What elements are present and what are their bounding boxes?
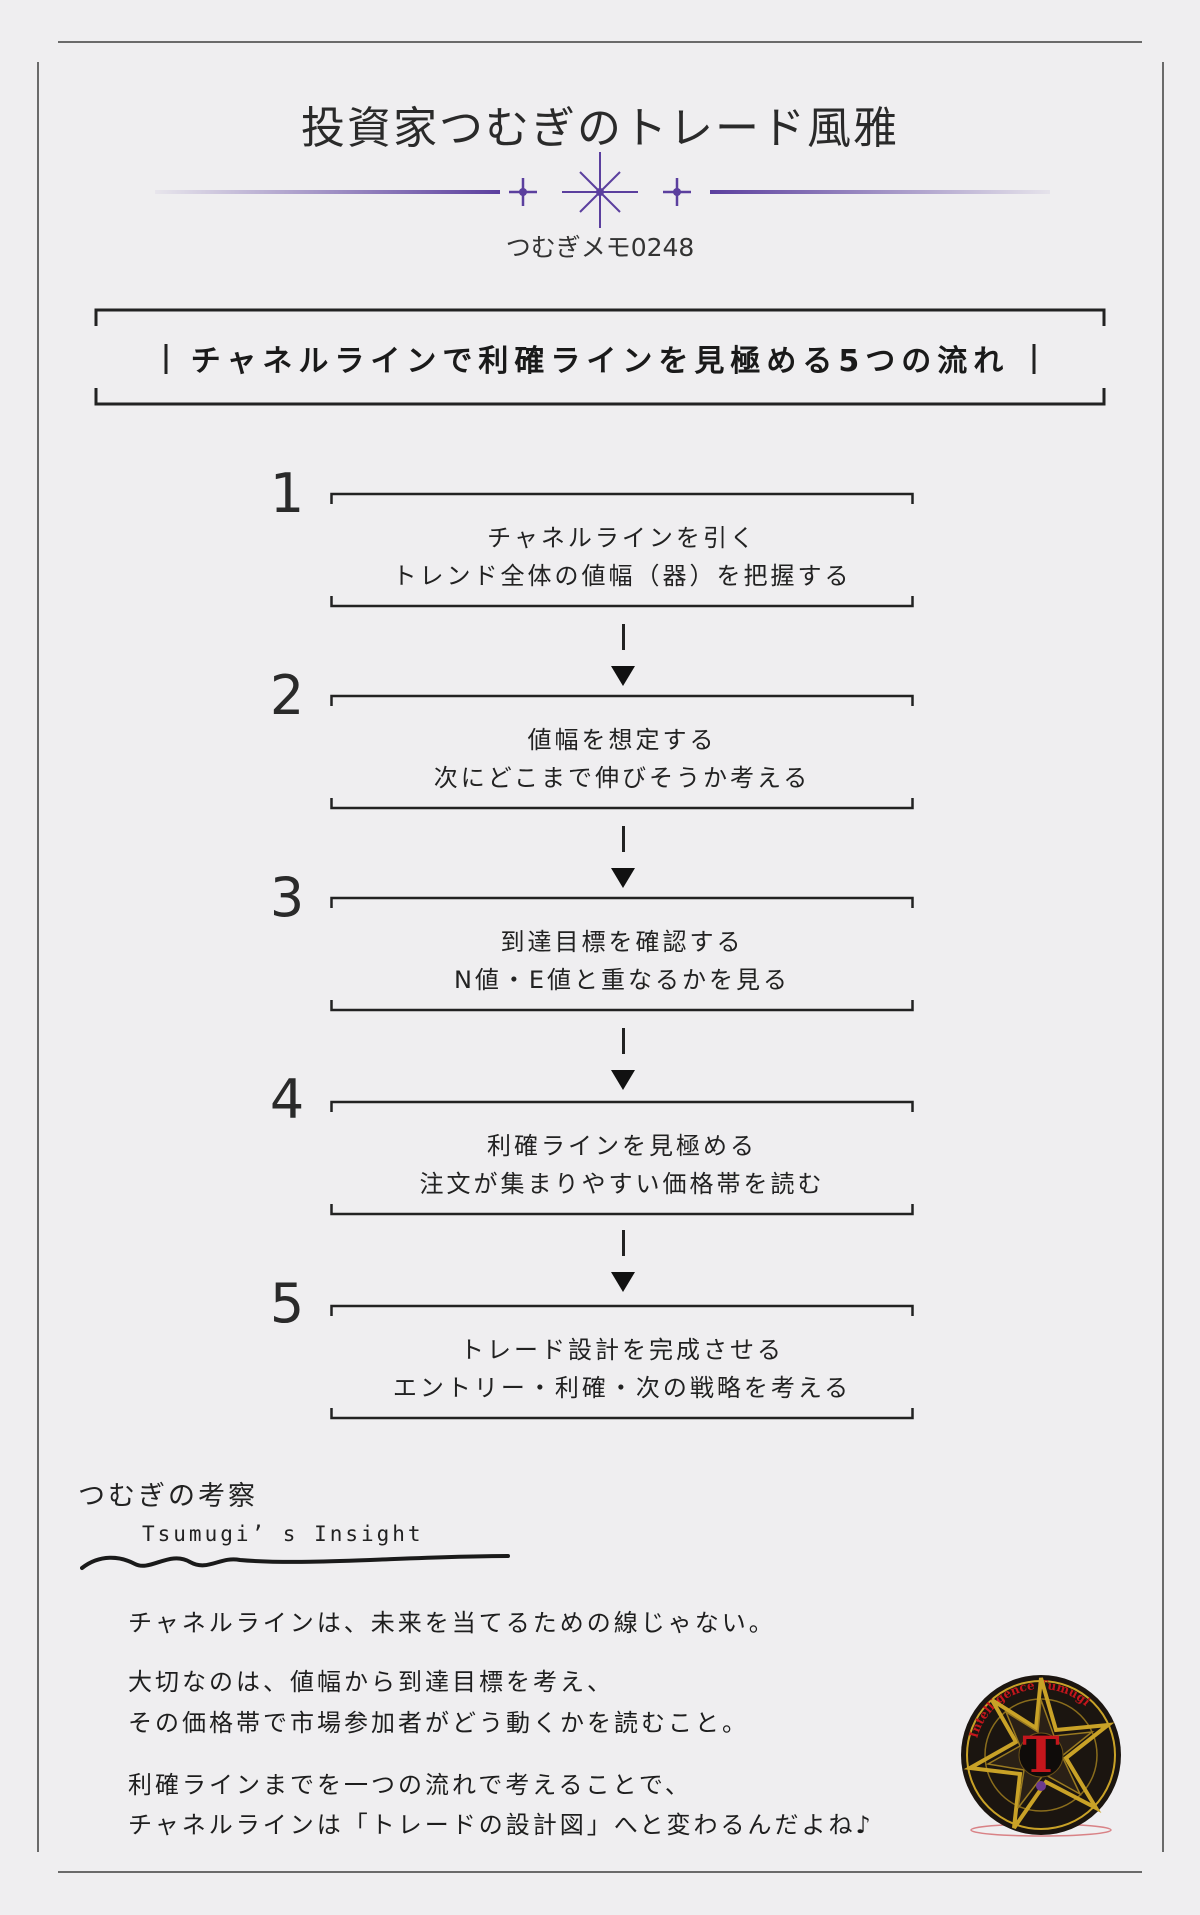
right-rule — [1162, 62, 1164, 1852]
insight-paragraph-3b: チャネルラインは「トレードの設計図」へと変わるんだよね♪ — [128, 1811, 874, 1839]
step-detail: エントリー・利確・次の戦略を考える — [392, 1374, 852, 1402]
left-rule — [37, 62, 39, 1852]
flow-arrow-shaft — [622, 624, 625, 650]
insight-subtitle: Tsumugi’ s Insight — [142, 1522, 424, 1546]
step-box-frame — [330, 1100, 914, 1216]
step-title: トレード設計を完成させる — [460, 1336, 784, 1364]
insight-title: つむぎの考察 — [78, 1481, 258, 1512]
sparkle-divider — [155, 152, 1050, 228]
flow-arrow-shaft — [622, 1230, 625, 1256]
step-title: 値幅を想定する — [527, 726, 717, 754]
step-box-frame — [330, 1304, 914, 1420]
flow-arrow-icon — [611, 1272, 635, 1292]
step-number: 2 — [269, 664, 305, 727]
page-title: 投資家つむぎのトレード風雅 — [301, 103, 899, 154]
step-box: 値幅を想定する 次にどこまで伸びそうか考える — [330, 694, 914, 810]
top-rule — [58, 41, 1142, 43]
insight-paragraph-3a: 利確ラインまでを一つの流れで考えることで、 — [128, 1771, 692, 1799]
flow-arrow-icon — [611, 868, 635, 888]
bottom-rule — [58, 1871, 1142, 1873]
step-title: 利確ラインを見極める — [487, 1132, 757, 1160]
step-box: チャネルラインを引く トレンド全体の値幅（器）を把握する — [330, 492, 914, 608]
step-box-frame — [330, 492, 914, 608]
step-box: 到達目標を確認する N値・E値と重なるかを見る — [330, 896, 914, 1012]
insight-paragraph-1: チャネルラインは、未来を当てるための線じゃない。 — [128, 1609, 776, 1637]
memo-number: つむぎメモ0248 — [505, 233, 695, 262]
step-box-frame — [330, 896, 914, 1012]
step-number: 3 — [269, 866, 305, 929]
insight-paragraph-2b: その価格帯で市場参加者がどう動くかを読むこと。 — [128, 1709, 749, 1737]
step-box: トレード設計を完成させる エントリー・利確・次の戦略を考える — [330, 1304, 914, 1420]
step-detail: N値・E値と重なるかを見る — [453, 966, 791, 994]
brush-stroke — [80, 1554, 510, 1570]
logo-letter: T — [1022, 1725, 1059, 1784]
step-detail: 注文が集まりやすい価格帯を読む — [419, 1170, 825, 1198]
step-number: 1 — [269, 462, 305, 525]
step-number: 4 — [269, 1068, 305, 1131]
step-detail: トレンド全体の値幅（器）を把握する — [392, 562, 852, 590]
flow-arrow-shaft — [622, 1028, 625, 1054]
banner-frame — [94, 308, 1106, 406]
step-box: 利確ラインを見極める 注文が集まりやすい価格帯を読む — [330, 1100, 914, 1216]
banner-heading: チャネルラインで利確ラインを見極める5つの流れ — [190, 344, 1010, 379]
logo-emblem: Intelligence Tumugi T — [961, 1675, 1121, 1837]
step-number: 5 — [269, 1272, 305, 1335]
step-title: チャネルラインを引く — [487, 524, 757, 552]
step-title: 到達目標を確認する — [500, 928, 744, 956]
insight-paragraph-2a: 大切なのは、値幅から到達目標を考え、 — [128, 1668, 614, 1696]
flow-arrow-icon — [611, 1070, 635, 1090]
step-box-frame — [330, 694, 914, 810]
step-detail: 次にどこまで伸びそうか考える — [433, 764, 811, 792]
flow-arrow-shaft — [622, 826, 625, 852]
flow-arrow-icon — [611, 666, 635, 686]
